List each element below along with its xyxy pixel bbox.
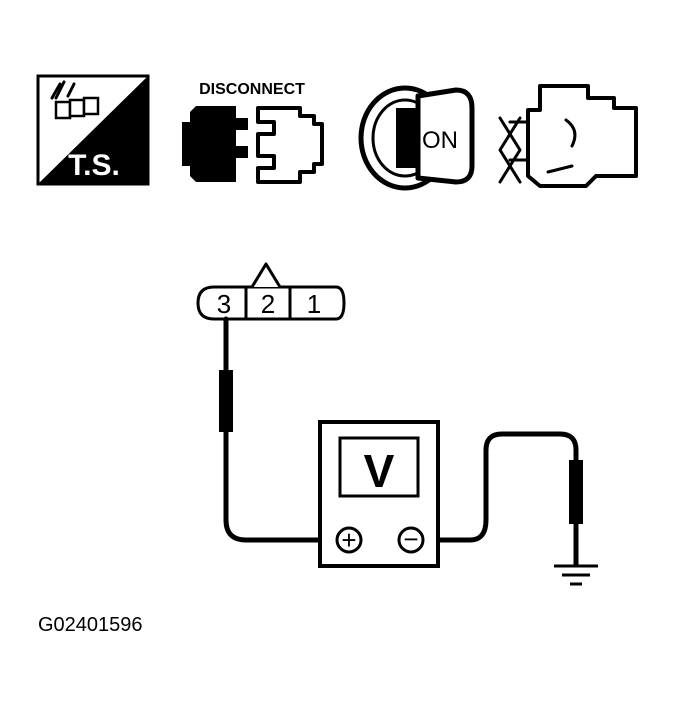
connector-pin-1: 1 (307, 289, 321, 319)
connector-pin-2: 2 (261, 289, 275, 319)
connector-pin-3: 3 (217, 289, 231, 319)
voltmeter-display-label: V (364, 445, 395, 497)
plug-black-icon (190, 106, 248, 182)
voltmeter-display (338, 436, 420, 498)
positive-terminal-icon: + (335, 525, 363, 555)
engine-icon (498, 84, 638, 188)
ground-symbol-icon (554, 564, 598, 586)
ts-label: T.S. (68, 149, 120, 182)
negative-terminal-icon: − (397, 524, 425, 554)
disconnect-label: DISCONNECT (199, 81, 305, 98)
positive-test-lead (223, 316, 333, 543)
connector-latch (250, 262, 282, 288)
disconnect-icon: DISCONNECT (182, 81, 324, 184)
voltmeter: V + − (318, 420, 440, 568)
socket-white-icon (256, 106, 324, 184)
negative-test-lead (421, 431, 579, 567)
troubleshooting-icon: T.S. (36, 74, 150, 186)
relay-sketch-icon (50, 80, 100, 120)
figure-code: G02401596 (38, 614, 143, 636)
negative-probe (569, 460, 583, 524)
positive-terminal-label: + (341, 525, 356, 555)
negative-terminal-label: − (403, 524, 418, 554)
positive-probe (219, 370, 233, 432)
ignition-key-icon: ON (358, 85, 475, 191)
key-on-label: ON (422, 127, 458, 154)
harness-connector: 3 2 1 (196, 262, 346, 321)
